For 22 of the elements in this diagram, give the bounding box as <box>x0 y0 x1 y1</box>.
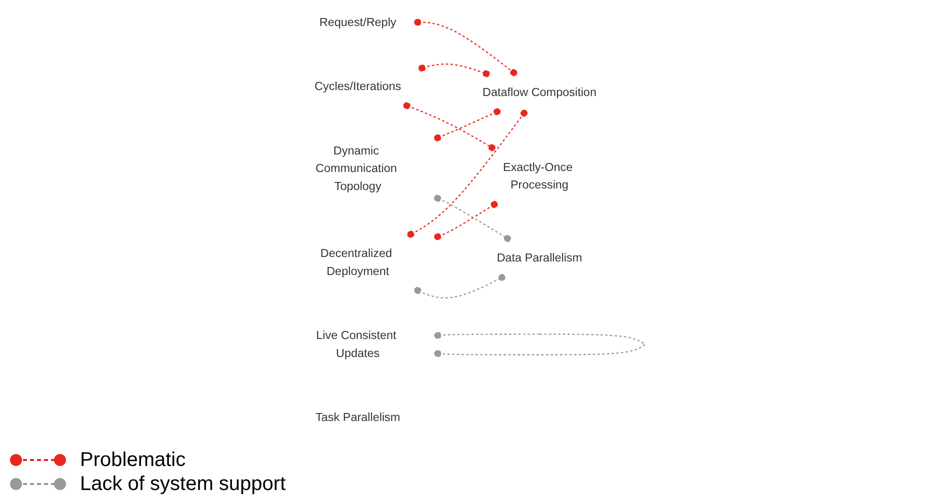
connector-line <box>402 102 496 152</box>
connector-line <box>433 108 500 142</box>
connector-line <box>434 344 645 358</box>
concept-label: Task Parallelism <box>315 411 400 424</box>
legend-text: Lack of system support <box>80 472 286 496</box>
concept-label: Dataflow Composition <box>482 86 596 99</box>
concept-label: Dynamic Communication Topology <box>315 144 397 193</box>
concept-label: Cycles/Iterations <box>314 80 401 94</box>
connector-line <box>414 18 517 76</box>
connector-line <box>433 200 498 240</box>
connector-line <box>433 194 511 242</box>
connector-line <box>414 274 506 298</box>
concept-label: Exactly-Once Processing <box>502 160 572 192</box>
connector-line <box>539 334 645 345</box>
concept-label: Request/Reply <box>319 16 396 29</box>
connector-line <box>434 332 540 339</box>
legend-text: Problematic <box>80 448 186 472</box>
concept-label: Decentralized Deployment <box>320 247 392 278</box>
concept-label: Data Parallelism <box>496 252 582 265</box>
concept-label: Live Consistent Updates <box>316 329 396 360</box>
connector-line <box>406 110 528 238</box>
connector-line <box>418 63 490 78</box>
